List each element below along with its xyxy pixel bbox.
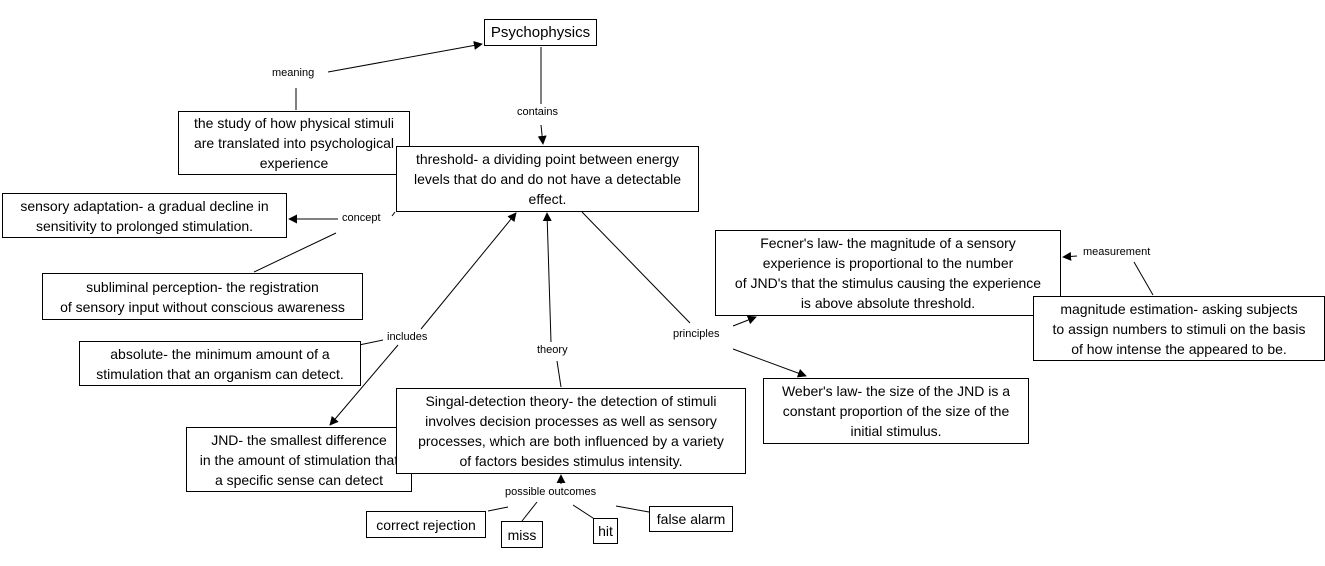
edge-threshold-principles (581, 211, 691, 324)
node-definition-label: the study of how physical stimuli are tr… (193, 115, 394, 171)
node-absolute-threshold-label: absolute- the minimum amount of a stimul… (96, 345, 344, 382)
edge-subliminal-concept (253, 232, 337, 273)
node-psychophysics[interactable]: Psychophysics (484, 19, 597, 46)
node-webers-law[interactable]: Weber's law- the size of the JND is a co… (763, 378, 1029, 444)
node-jnd-label: JND- the smallest difference in the amou… (199, 431, 399, 488)
edge-theory-threshold (542, 212, 552, 343)
edge-absolute-includes (358, 339, 384, 346)
node-magnitude-estimation-label: magnitude estimation- asking subjects to… (1052, 300, 1306, 357)
node-threshold[interactable]: threshold- a dividing point between ener… (396, 146, 699, 212)
node-signal-detection-label: Singal-detection theory- the detection o… (418, 393, 724, 469)
link-concept: concept (341, 212, 382, 225)
node-hit-label: hit (598, 523, 613, 539)
node-fechners-law[interactable]: Fecner's law- the magnitude of a sensory… (715, 230, 1061, 316)
node-sensory-adaptation[interactable]: sensory adaptation- a gradual decline in… (2, 193, 287, 238)
node-correct-rejection[interactable]: correct rejection (366, 511, 486, 538)
node-magnitude-estimation[interactable]: magnitude estimation- asking subjects to… (1033, 296, 1325, 361)
node-miss[interactable]: miss (501, 521, 543, 548)
node-jnd[interactable]: JND- the smallest difference in the amou… (186, 427, 412, 492)
edge-signal-theory (556, 360, 562, 388)
link-principles: principles (672, 328, 721, 341)
link-possible-outcomes: possible outcomes (504, 486, 598, 499)
link-includes: includes (386, 331, 429, 344)
node-psychophysics-label: Psychophysics (490, 23, 591, 41)
link-contains: contains (516, 106, 559, 119)
node-miss-label: miss (507, 526, 537, 543)
edge-includes-jnd (329, 344, 399, 426)
edge-measurement-fechner (1062, 251, 1078, 261)
node-signal-detection[interactable]: Singal-detection theory- the detection o… (396, 388, 746, 474)
link-theory: theory (536, 344, 569, 357)
node-definition[interactable]: the study of how physical stimuli are tr… (178, 111, 410, 175)
node-subliminal-perception[interactable]: subliminal perception- the registration … (42, 273, 363, 320)
edge-hit-outcomes (572, 504, 597, 521)
node-hit[interactable]: hit (593, 518, 618, 544)
link-measurement: measurement (1082, 246, 1152, 259)
node-threshold-label: threshold- a dividing point between ener… (414, 151, 681, 207)
edge-includes-threshold (420, 212, 517, 330)
node-fechners-law-label: Fecner's law- the magnitude of a sensory… (734, 235, 1042, 311)
edge-magnitude-measurement (1133, 261, 1154, 296)
edge-meaning-psychophysics (327, 41, 483, 73)
edge-principles-weber (732, 348, 807, 378)
node-correct-rejection-label: correct rejection (376, 516, 476, 533)
edge-falsealarm-outcomes (615, 505, 650, 513)
node-sensory-adaptation-label: sensory adaptation- a gradual decline in… (20, 197, 269, 234)
edge-correct-outcomes (487, 506, 509, 512)
edge-principles-fechner (732, 315, 757, 327)
link-meaning: meaning (271, 67, 316, 80)
edge-threshold-concept (391, 211, 396, 217)
node-subliminal-perception-label: subliminal perception- the registration … (60, 278, 345, 315)
edge-miss-outcomes (521, 501, 538, 522)
node-webers-law-label: Weber's law- the size of the JND is a co… (781, 383, 1011, 439)
edge-contains-threshold (537, 124, 547, 145)
node-absolute-threshold[interactable]: absolute- the minimum amount of a stimul… (79, 341, 361, 386)
node-false-alarm-label: false alarm (656, 511, 726, 527)
node-false-alarm[interactable]: false alarm (649, 506, 733, 532)
